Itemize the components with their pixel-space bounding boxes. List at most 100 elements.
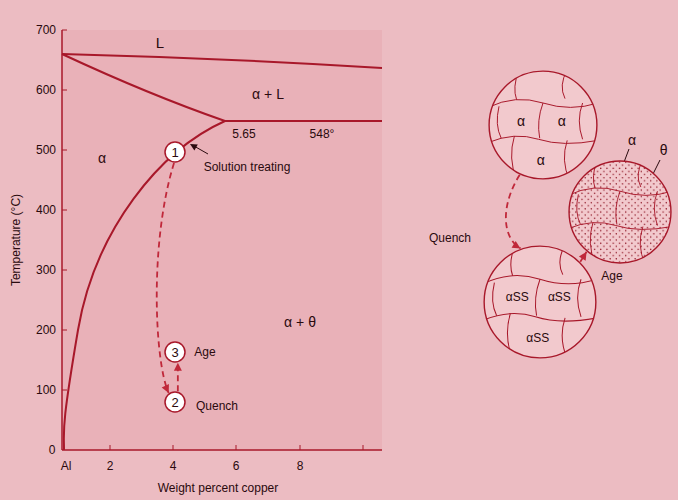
drawing-part [236,445,237,450]
leader-arrow [190,144,208,154]
drawing-part [578,279,581,317]
axis-tick: 100 [36,384,56,396]
diagram-label: α + θ [284,315,316,329]
diagram-label: Quench [196,400,238,412]
drawing-part [488,70,598,180]
step-circle: 3 [164,341,186,363]
axis-tick: Al [61,460,72,472]
drawing-part [483,245,597,359]
phase-boundaries [62,54,382,450]
axis-tick: 8 [297,460,304,472]
drawing-part [568,160,672,264]
phase-label: θ [660,143,668,157]
diagram-label: Age [194,346,215,358]
axis-tick: 600 [36,84,56,96]
phase-label: αSS [548,291,571,303]
drawing-part [62,150,67,151]
drawing-part [493,283,497,316]
microstructure-circle: αθ [568,160,672,264]
drawing-part [654,191,657,225]
axis-title: Weight percent copper [158,482,279,494]
circle-shape [165,142,185,162]
drawing-part [640,227,645,264]
drawing-part [593,160,597,188]
process-arrow [174,363,182,392]
drawing-part [225,120,382,122]
axis-tick: 300 [36,264,56,276]
phase-label: α [537,153,545,167]
drawing-part [62,210,67,211]
drawing-part [562,70,567,99]
drawing-part [363,445,364,450]
drawing-part [577,194,581,224]
drawing-part [190,144,198,150]
drawing-part [300,445,301,450]
drawing-part [110,445,111,450]
drawing-part [535,279,540,315]
diagram-label: Age [601,270,622,282]
circle-shape [165,342,185,362]
drawing-part [62,390,67,391]
dashed-arrow-line [506,175,521,249]
drawing-part [497,106,501,138]
axis-tick: 700 [36,24,56,36]
axis-title: Temperature (°C) [10,194,22,286]
circle-shape [165,392,185,412]
arrow-head [579,252,587,261]
drawing-part [173,445,174,450]
plot-area [62,30,382,450]
drawing-part [512,136,517,180]
axis-tick: 2 [107,460,114,472]
process-arrow [579,252,587,262]
drawing-part [564,140,569,180]
drawing-part [507,313,512,359]
drawing-part [616,191,620,224]
drawing-part [62,90,67,91]
axes [62,30,382,450]
phase-label: αSS [506,291,529,303]
drawing-part [489,71,597,179]
diagram-label: α + L [252,87,284,101]
step-number: 1 [171,146,178,159]
drawing-part [638,160,643,187]
phase-label: α [628,133,636,147]
axis-tick: 6 [233,460,240,472]
diagram-label: L [156,35,164,50]
drawing-part [560,245,565,275]
drawing-part [539,103,543,138]
step-number: 3 [171,346,178,359]
diagram-label: Quench [429,232,471,244]
drawing-part [61,30,63,450]
arrow-head [512,241,521,249]
microstructure-circle: ααα [488,70,598,180]
drawing-part [484,246,596,358]
drawing-part [62,54,382,68]
arrow-head [174,363,182,371]
phase-label: α [517,114,525,128]
diagram-label: Solution treating [204,161,291,173]
axis-tick: 500 [36,144,56,156]
drawing-part [579,103,582,139]
drawing-part [62,270,67,271]
step-circle: 1 [164,141,186,163]
diagram-label: 548° [310,128,335,140]
diagram-label: α [98,151,106,165]
arrow-head [162,384,169,393]
axis-tick: 4 [170,460,177,472]
drawing-part [515,70,519,100]
drawing-part [590,222,595,264]
precipitate-structure [568,160,672,264]
drawing-part [62,54,225,121]
drawing-part [562,318,567,359]
phase-label: αSS [526,332,549,344]
axis-tick: 400 [36,204,56,216]
microstructure-circle: αSS αSS αSS [483,245,597,359]
drawing-part [62,30,67,31]
axis-tick: 0 [49,444,56,456]
drawing-part [62,330,67,331]
drawing-part [511,245,515,276]
drawing-part [569,161,671,263]
